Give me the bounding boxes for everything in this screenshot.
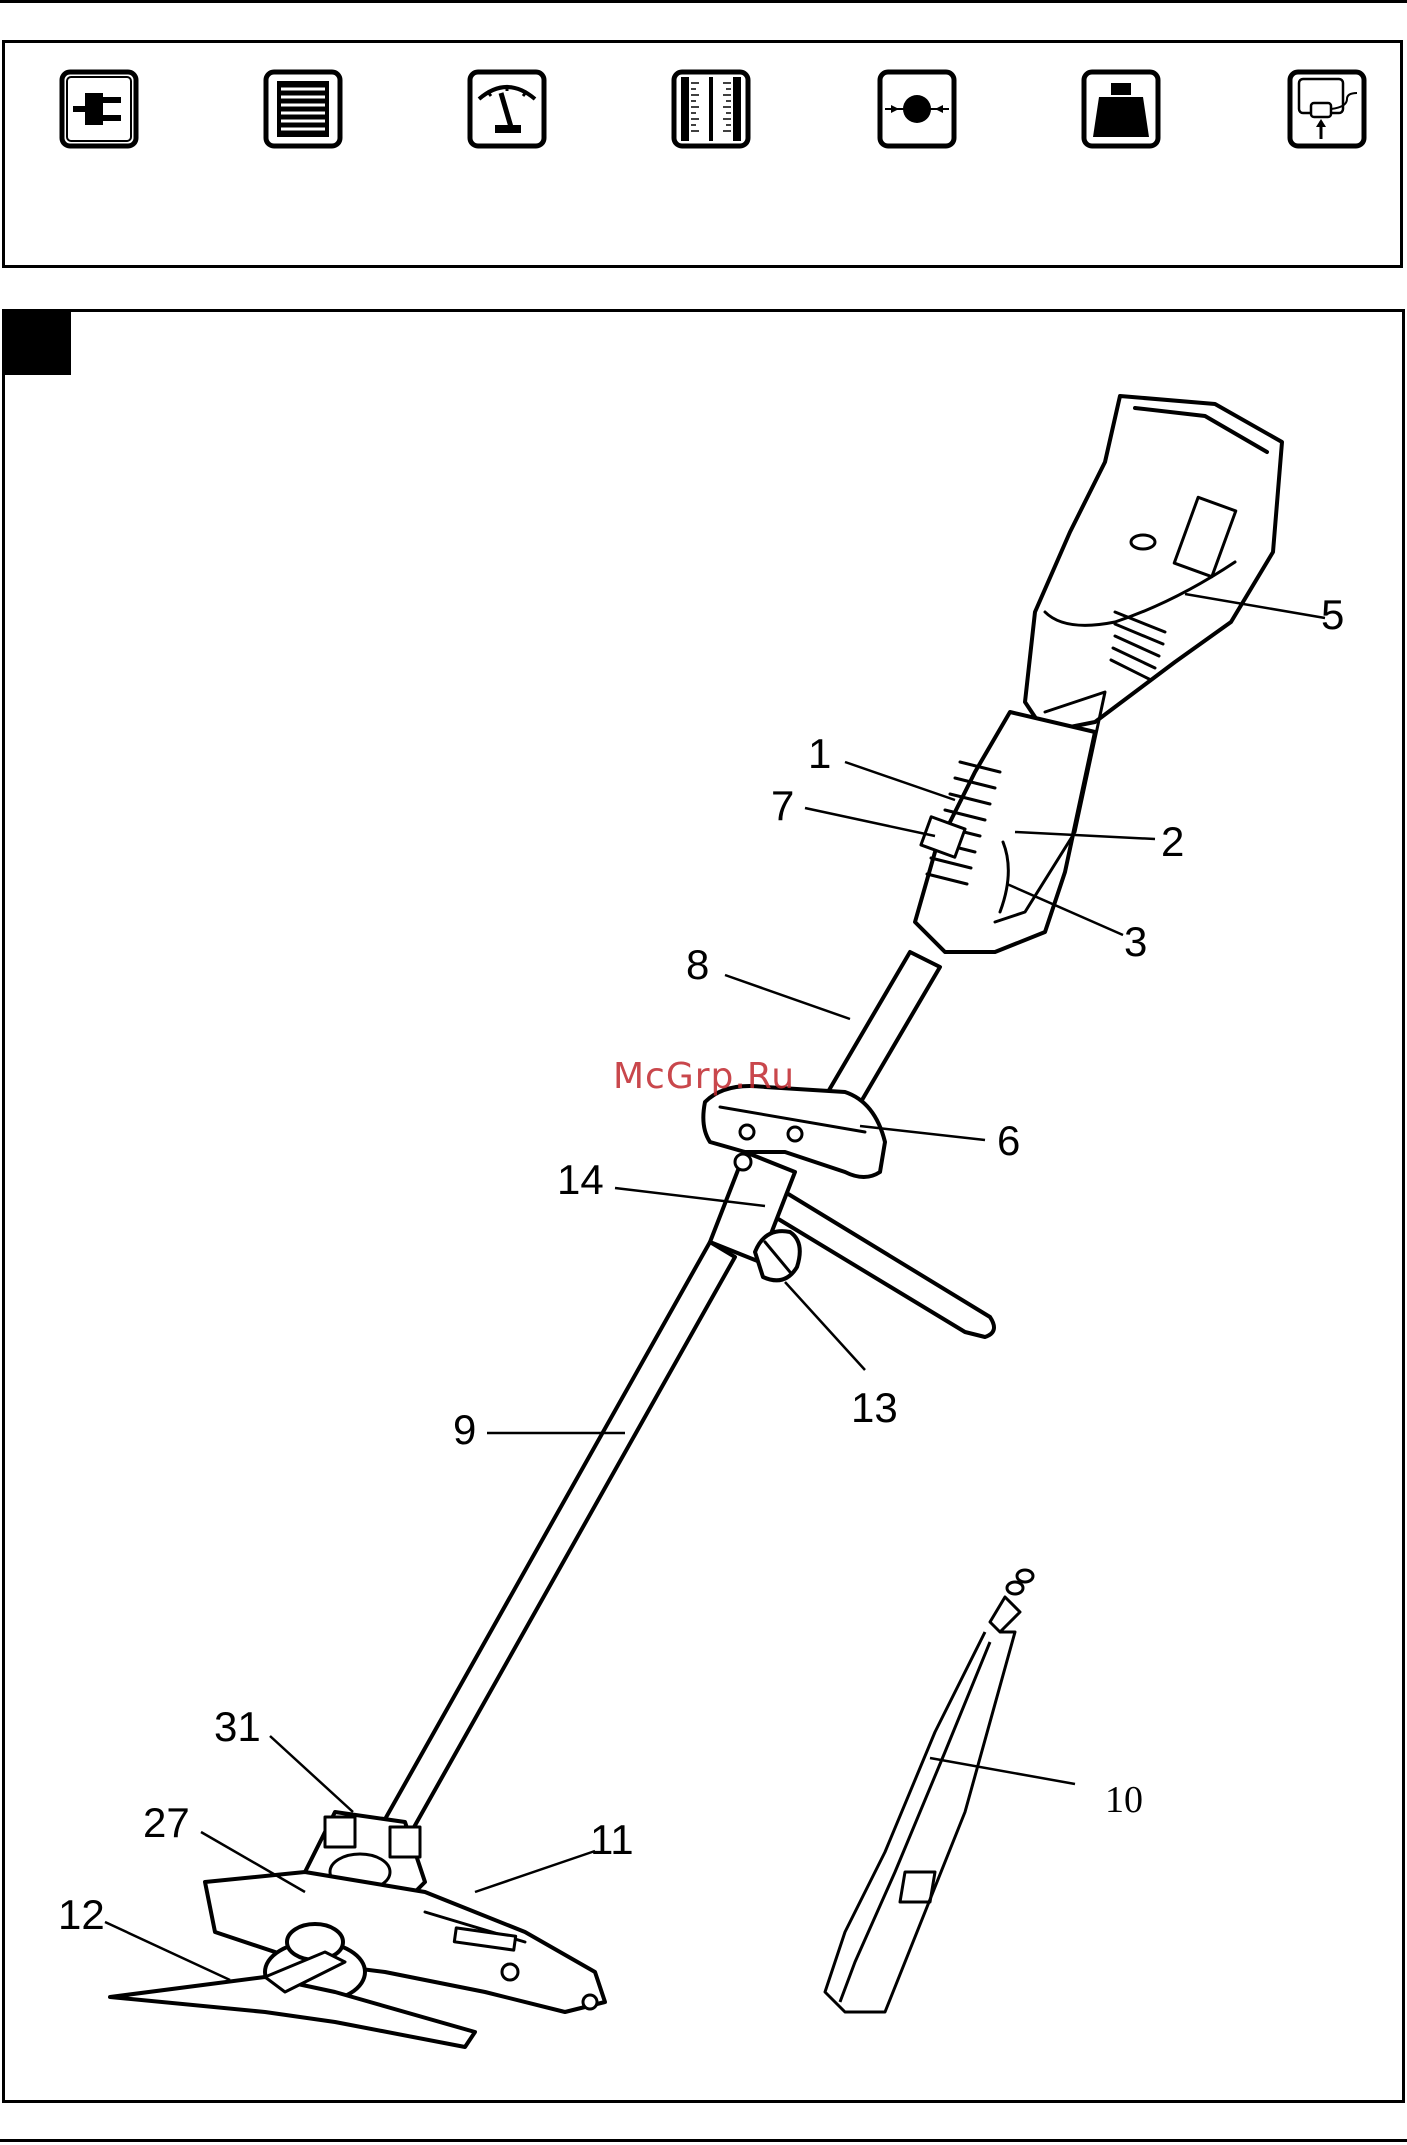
callout-7: 7 (771, 785, 794, 827)
lower-shaft (375, 1242, 735, 1852)
callout-13: 13 (851, 1387, 898, 1429)
motor-speed-icon (263, 69, 343, 149)
shoulder-strap (825, 1570, 1033, 2012)
callout-9: 9 (453, 1409, 476, 1451)
callout-1: 1 (808, 733, 831, 775)
callout-11: 11 (590, 1819, 634, 1861)
line-diameter-icon (877, 69, 957, 149)
motor-housing (1025, 396, 1282, 732)
callout-10: 10 (1105, 1781, 1143, 1819)
callout-2: 2 (1161, 821, 1184, 863)
callout-31: 31 (214, 1706, 261, 1748)
trimmer-illustration (5, 312, 1402, 2100)
top-rule (0, 0, 1407, 3)
cutting-width-icon (671, 69, 751, 149)
callout-27: 27 (143, 1802, 190, 1844)
noise-level-icon (1287, 69, 1367, 149)
speedometer-icon (467, 69, 547, 149)
callout-8: 8 (686, 944, 709, 986)
callout-12: 12 (58, 1894, 105, 1936)
callout-3: 3 (1124, 921, 1147, 963)
figure-panel: 5 1 7 2 3 8 McGrp.Ru 6 14 13 9 10 31 11 … (2, 309, 1405, 2103)
watermark-text: McGrp.Ru (613, 1056, 795, 1097)
power-plug-icon (59, 69, 139, 149)
handle-bar (775, 1192, 994, 1337)
upper-shaft (825, 952, 940, 1112)
callout-5: 5 (1321, 594, 1344, 636)
bottom-rule (0, 2139, 1407, 2142)
weight-icon (1081, 69, 1161, 149)
spec-icon-panel (2, 40, 1403, 268)
callout-14: 14 (557, 1159, 604, 1201)
callout-6: 6 (997, 1120, 1020, 1162)
